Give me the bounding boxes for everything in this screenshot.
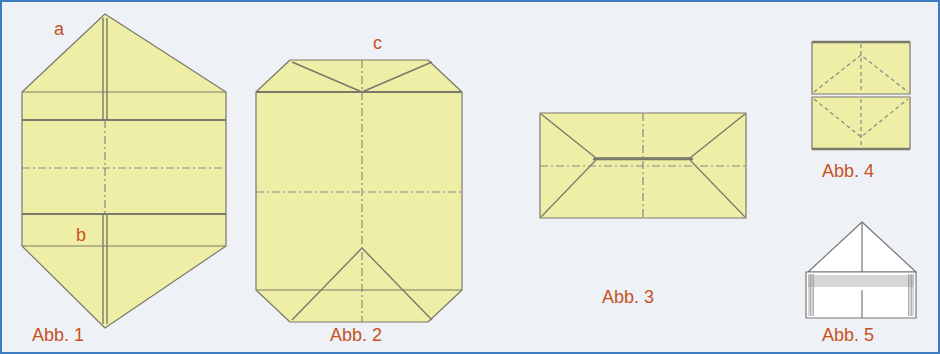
brim-layer — [813, 274, 814, 316]
brim-layer — [809, 274, 810, 316]
brim-layer — [808, 280, 914, 281]
fold-edge — [22, 91, 226, 92]
point-letter: c — [373, 34, 382, 52]
figure-number: Abb. 3 — [602, 288, 654, 306]
fold-line — [104, 120, 105, 214]
brim-layer — [808, 278, 914, 279]
fold-edge — [256, 289, 462, 290]
brim-layer — [808, 282, 914, 283]
slit — [103, 214, 107, 324]
fold-edge — [593, 158, 693, 161]
brim-layer — [910, 274, 911, 316]
folded-sheet — [812, 42, 910, 94]
hat-crease — [861, 222, 862, 272]
fold-edge — [22, 245, 226, 246]
brim-layer — [808, 276, 914, 277]
hidden-fold — [814, 44, 908, 92]
folded-sheet — [540, 113, 746, 218]
hat-brim — [806, 272, 916, 318]
folded-sheet — [812, 97, 910, 149]
fold-line — [22, 167, 226, 168]
brim-layer — [812, 274, 813, 316]
fold-line — [642, 113, 643, 218]
brim-layer — [808, 284, 914, 285]
fold-edge — [812, 42, 910, 149]
fold-line — [361, 60, 362, 322]
brim-layer — [913, 274, 914, 316]
brim-layer — [911, 274, 912, 316]
fold-edge — [22, 213, 226, 215]
figure-number: Abb. 4 — [822, 162, 874, 180]
figure-number: Abb. 5 — [822, 326, 874, 344]
hat-top — [808, 222, 916, 272]
brim-layer — [908, 274, 909, 316]
fold-line — [256, 191, 462, 192]
slit — [103, 18, 107, 120]
point-letter: b — [76, 226, 86, 244]
folded-sheet — [22, 14, 226, 328]
brim-layer — [808, 286, 914, 287]
hidden-fold — [814, 99, 908, 147]
point-letter: a — [54, 20, 64, 38]
fold-edge — [22, 119, 226, 121]
hat-crease — [861, 290, 862, 318]
folded-sheet — [256, 60, 462, 322]
brim-layer — [810, 274, 811, 316]
figure-number: Abb. 1 — [32, 326, 84, 344]
figure-number: Abb. 2 — [330, 326, 382, 344]
